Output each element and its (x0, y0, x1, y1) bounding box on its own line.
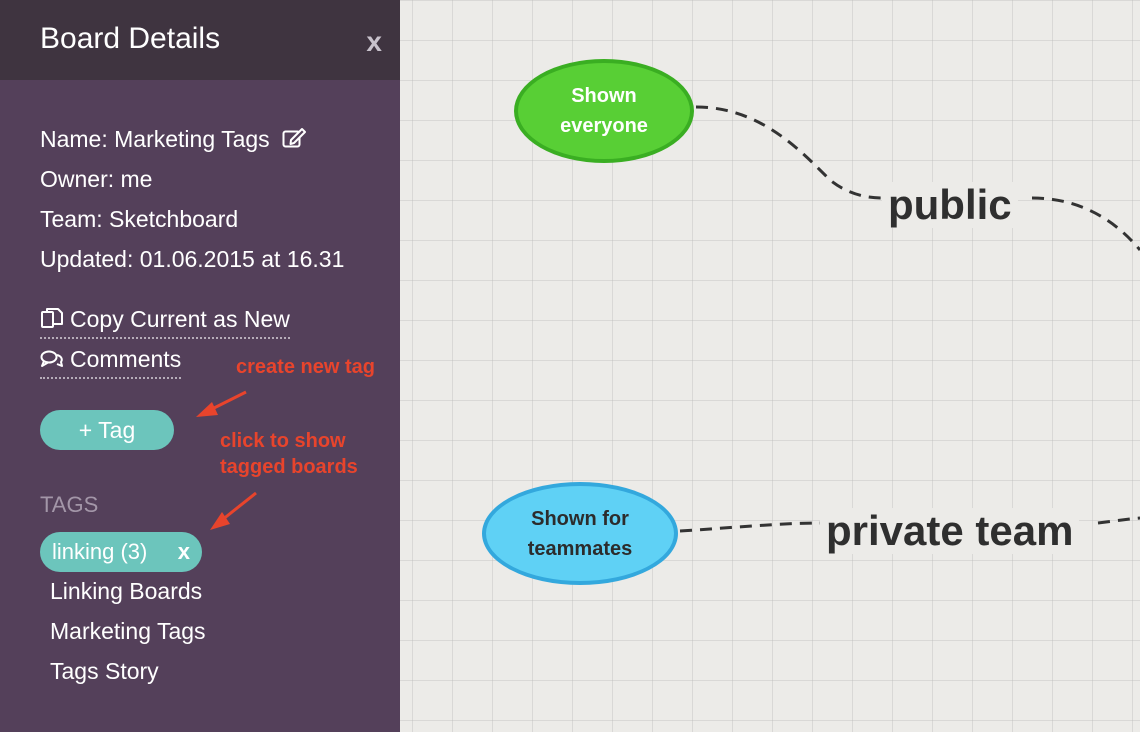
comments-icon (40, 350, 63, 367)
connector-public (695, 105, 891, 200)
tag-chip-label: linking (3) (52, 539, 148, 564)
board-name: Name: Marketing Tags (40, 126, 307, 155)
tags-heading: TAGS (40, 492, 99, 517)
connector-team-right (1097, 516, 1140, 525)
board-name-text: Name: Marketing Tags (40, 126, 270, 152)
annotation-line: click to show (220, 430, 346, 452)
comments-label: Comments (70, 346, 182, 372)
annotation-click-to-show: click to show tagged boards (220, 428, 358, 480)
board-updated: Updated: 01.06.2015 at 16.31 (40, 246, 345, 272)
panel-title: Board Details (40, 22, 221, 55)
annotation-create-new-tag: create new tag (236, 356, 375, 378)
edit-icon[interactable] (282, 127, 307, 155)
connector-label-private-team[interactable]: private team (820, 508, 1080, 554)
bubble-line: teammates (527, 537, 633, 560)
connector-label-public[interactable]: public (882, 182, 1018, 228)
panel-header: Board Details x (0, 0, 400, 80)
annotation-line: tagged boards (220, 456, 358, 478)
tagged-board-link[interactable]: Tags Story (50, 658, 159, 684)
bubble-line: Shown (571, 85, 637, 107)
close-button[interactable]: x (366, 26, 382, 57)
tag-chip-linking[interactable]: linking (3) x (40, 532, 202, 572)
bubble-shown-for-teammates[interactable]: Shown for teammates (482, 482, 678, 585)
connector-public-right (1031, 196, 1140, 251)
connector-lines (679, 105, 1140, 533)
board-team: Team: Sketchboard (40, 206, 239, 232)
board-details-panel: Board Details x Name: Marketing Tags Own… (0, 0, 400, 732)
bubble-shown-everyone[interactable]: Shown everyone (514, 59, 694, 163)
bubble-line: Shown for (531, 507, 629, 530)
copy-as-new-link[interactable]: Copy Current as New (40, 306, 290, 339)
add-tag-button[interactable]: + Tag (40, 410, 174, 450)
tagged-board-link[interactable]: Marketing Tags (50, 618, 206, 644)
board-canvas[interactable]: Shown everyone Shown for teammates publi… (400, 0, 1140, 732)
copy-icon (41, 308, 63, 328)
bubble-line: everyone (560, 115, 648, 137)
tagged-board-link[interactable]: Linking Boards (50, 578, 203, 604)
connector-team (679, 521, 821, 533)
tag-remove-button[interactable]: x (177, 539, 190, 564)
comments-link[interactable]: Comments (40, 346, 182, 379)
copy-as-new-label: Copy Current as New (70, 306, 290, 332)
board-owner: Owner: me (40, 166, 153, 192)
